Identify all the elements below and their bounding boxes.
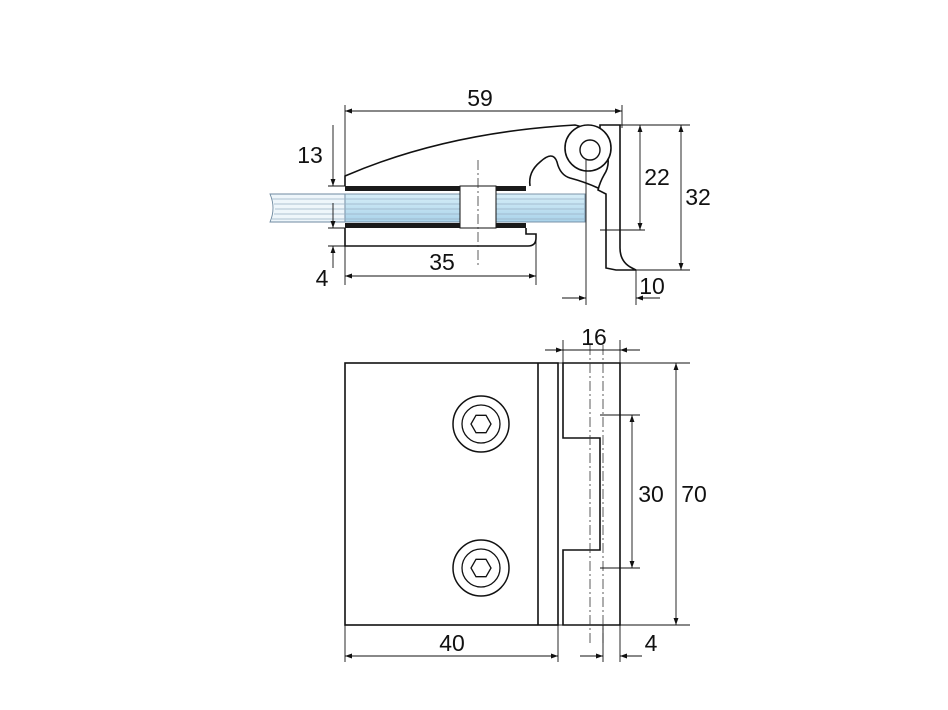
front-plate (344, 362, 559, 626)
dim-label-top-height: 13 (297, 142, 323, 168)
dim-label-knuckle-wall: 4 (645, 630, 658, 656)
hinge-neck (528, 155, 599, 189)
hex-socket-screw-icon (452, 395, 510, 453)
bottom-gasket (496, 223, 526, 228)
dim-label-leaf-thickness: 10 (639, 273, 665, 299)
knuckle-outline (562, 362, 621, 626)
side-view: 59 13 22 32 4 35 10 (269, 85, 711, 305)
dim-label-total-height: 32 (685, 184, 711, 210)
dim-label-plate-width: 40 (439, 630, 465, 656)
glass-panel (269, 185, 586, 229)
dim-label-pin-height: 22 (644, 164, 670, 190)
top-gasket (345, 186, 460, 191)
top-gasket (496, 186, 526, 191)
dim-label-overall-width: 59 (467, 85, 493, 111)
dim-label-knuckle-width: 16 (581, 324, 607, 350)
bottom-gasket (345, 223, 460, 228)
clamp-plate (344, 228, 537, 247)
hex-socket-screw-icon (452, 539, 510, 597)
dim-label-clamp-length: 35 (429, 249, 455, 275)
pin-hole (579, 139, 601, 161)
dim-label-slot-height: 30 (638, 481, 664, 507)
dim-label-plate-thickness: 4 (316, 265, 329, 291)
front-view: 16 30 70 40 4 (344, 324, 707, 662)
dim-label-overall-height: 70 (681, 481, 707, 507)
